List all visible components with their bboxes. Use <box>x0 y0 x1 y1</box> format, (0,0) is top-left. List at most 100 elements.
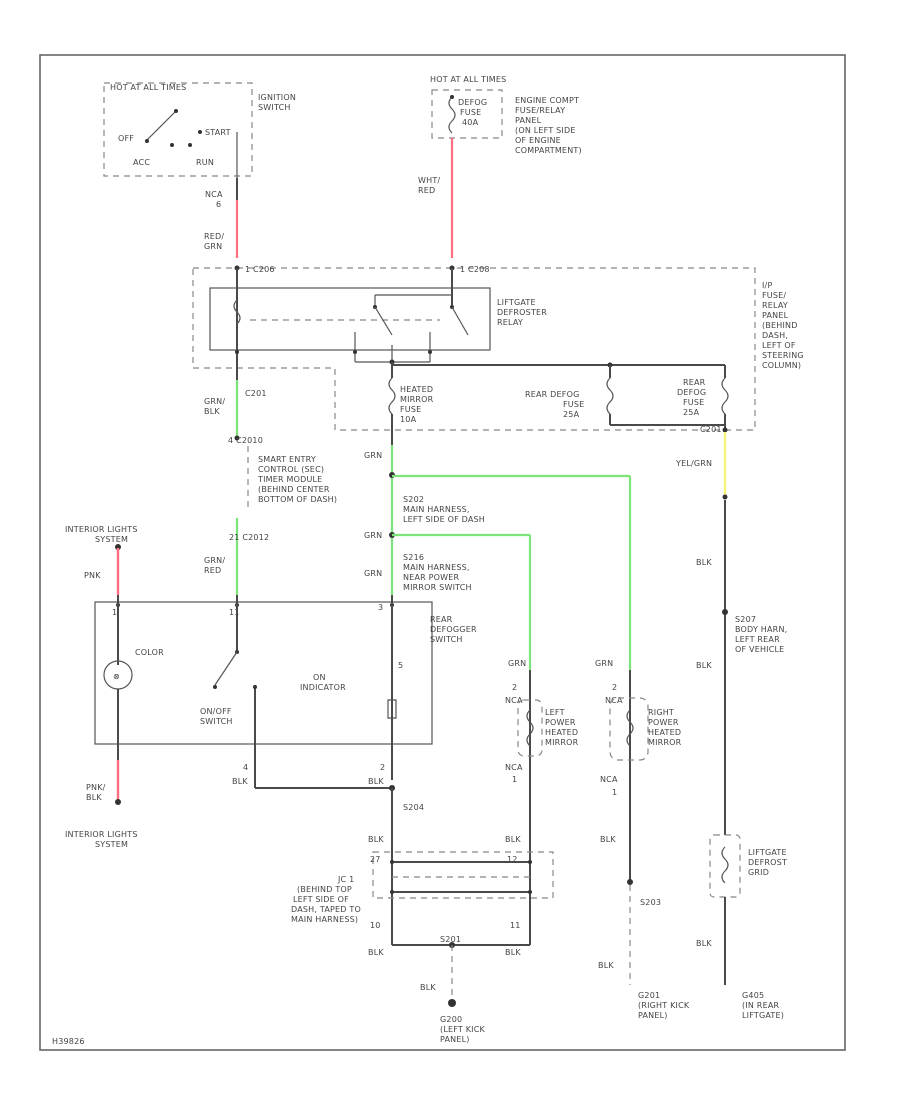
svg-text:4: 4 <box>243 763 248 772</box>
svg-text:SYSTEM: SYSTEM <box>95 535 128 544</box>
svg-text:GRN: GRN <box>364 531 382 540</box>
svg-text:40A: 40A <box>462 118 479 127</box>
svg-text:BLK: BLK <box>696 661 712 670</box>
svg-text:FUSE: FUSE <box>460 108 481 117</box>
svg-text:25A: 25A <box>563 410 580 419</box>
svg-text:COMPARTMENT): COMPARTMENT) <box>515 146 582 155</box>
svg-text:POWER: POWER <box>545 718 576 727</box>
svg-text:ON: ON <box>313 673 326 682</box>
svg-text:(LEFT KICK: (LEFT KICK <box>440 1025 486 1034</box>
svg-text:ENGINE COMPT: ENGINE COMPT <box>515 96 579 105</box>
svg-text:DASH,: DASH, <box>762 331 788 340</box>
svg-text:I/P: I/P <box>762 281 772 290</box>
svg-text:PANEL): PANEL) <box>638 1011 668 1020</box>
ignition-switch: HOT AT ALL TIMES IGNITION SWITCH OFF STA… <box>103 82 296 178</box>
svg-text:21 C2012: 21 C2012 <box>229 533 269 542</box>
svg-text:2: 2 <box>612 683 617 692</box>
svg-text:SWITCH: SWITCH <box>430 635 463 644</box>
svg-text:SWITCH: SWITCH <box>200 717 233 726</box>
svg-text:BLK: BLK <box>368 948 384 957</box>
svg-text:G200: G200 <box>440 1015 462 1024</box>
svg-text:12: 12 <box>507 855 518 864</box>
svg-text:1: 1 <box>512 775 517 784</box>
svg-text:1: 1 <box>112 608 117 617</box>
svg-text:RED: RED <box>418 186 435 195</box>
svg-text:5: 5 <box>398 661 403 670</box>
svg-text:INDICATOR: INDICATOR <box>300 683 346 692</box>
svg-text:REAR DEFOG: REAR DEFOG <box>525 390 580 399</box>
svg-text:S204: S204 <box>403 803 424 812</box>
svg-text:DEFOG: DEFOG <box>458 98 487 107</box>
svg-text:GRN: GRN <box>364 451 382 460</box>
svg-text:BLK: BLK <box>505 835 521 844</box>
svg-text:NCA: NCA <box>505 763 523 772</box>
svg-text:INTERIOR LIGHTS: INTERIOR LIGHTS <box>65 830 138 839</box>
svg-text:11: 11 <box>229 608 240 617</box>
svg-text:GRID: GRID <box>748 868 769 877</box>
svg-text:RELAY: RELAY <box>497 318 523 327</box>
svg-text:PANEL: PANEL <box>515 116 542 125</box>
svg-text:S207: S207 <box>735 615 756 624</box>
svg-text:DEFOGGER: DEFOGGER <box>430 625 477 634</box>
svg-text:BLK: BLK <box>368 777 384 786</box>
svg-text:SWITCH: SWITCH <box>258 103 291 112</box>
svg-text:REAR: REAR <box>683 378 706 387</box>
svg-text:DEFROSTER: DEFROSTER <box>497 308 547 317</box>
svg-text:G405: G405 <box>742 991 764 1000</box>
svg-text:SMART ENTRY: SMART ENTRY <box>258 455 316 464</box>
svg-text:3: 3 <box>378 603 383 612</box>
svg-text:LIFTGATE: LIFTGATE <box>748 848 787 857</box>
svg-text:OF ENGINE: OF ENGINE <box>515 136 561 145</box>
svg-text:PNK/: PNK/ <box>86 783 106 792</box>
svg-text:2: 2 <box>512 683 517 692</box>
svg-text:NCA: NCA <box>505 696 523 705</box>
svg-text:(RIGHT KICK: (RIGHT KICK <box>638 1001 690 1010</box>
svg-text:POWER: POWER <box>648 718 679 727</box>
svg-text:1 C208: 1 C208 <box>460 265 490 274</box>
svg-text:BLK: BLK <box>420 983 436 992</box>
svg-text:27: 27 <box>370 855 381 864</box>
gem-module-label: SMART ENTRY CONTROL (SEC) TIMER MODULE (… <box>247 446 337 508</box>
svg-text:DASH, TAPED TO: DASH, TAPED TO <box>291 905 361 914</box>
svg-text:INTERIOR LIGHTS: INTERIOR LIGHTS <box>65 525 138 534</box>
svg-text:S216: S216 <box>403 553 424 562</box>
jc1-junction: BLK 27 12 10 11 JC 1 (BEHIND TOP LEFT SI… <box>291 835 554 930</box>
svg-text:GRN: GRN <box>508 659 526 668</box>
svg-text:GRN: GRN <box>364 569 382 578</box>
svg-text:RUN: RUN <box>196 158 214 167</box>
svg-text:BLK: BLK <box>204 407 220 416</box>
svg-text:HEATED: HEATED <box>648 728 681 737</box>
liftgate-defrost-grid: LIFTGATE DEFROST GRID <box>709 834 787 898</box>
svg-text:⊗: ⊗ <box>113 672 120 681</box>
svg-text:C201: C201 <box>245 389 267 398</box>
svg-text:LIFTGATE): LIFTGATE) <box>742 1011 784 1020</box>
svg-text:G201: G201 <box>638 991 660 1000</box>
svg-text:4 C2010: 4 C2010 <box>228 436 263 445</box>
svg-text:STEERING: STEERING <box>762 351 804 360</box>
svg-text:ON/OFF: ON/OFF <box>200 707 232 716</box>
rear-defogger-switch: REAR DEFOGGER SWITCH 1 11 3 ⊗ COLOR ON/O… <box>94 595 477 780</box>
svg-text:FUSE/RELAY: FUSE/RELAY <box>515 106 565 115</box>
svg-text:SYSTEM: SYSTEM <box>95 840 128 849</box>
svg-text:START: START <box>205 128 231 137</box>
svg-text:BLK: BLK <box>86 793 102 802</box>
svg-text:NCA: NCA <box>605 696 623 705</box>
svg-text:HEATED: HEATED <box>545 728 578 737</box>
svg-text:10: 10 <box>370 921 381 930</box>
svg-text:PANEL): PANEL) <box>440 1035 470 1044</box>
svg-text:BLK: BLK <box>598 961 614 970</box>
svg-text:1 C206: 1 C206 <box>245 265 275 274</box>
svg-text:YEL/GRN: YEL/GRN <box>675 459 712 468</box>
svg-text:S201: S201 <box>440 935 461 944</box>
svg-text:MIRROR SWITCH: MIRROR SWITCH <box>403 583 472 592</box>
svg-text:TIMER MODULE: TIMER MODULE <box>257 475 322 484</box>
svg-text:BOTTOM OF DASH): BOTTOM OF DASH) <box>258 495 337 504</box>
svg-text:HOT AT ALL TIMES: HOT AT ALL TIMES <box>110 83 186 92</box>
svg-text:RELAY: RELAY <box>762 301 788 310</box>
svg-text:HEATED: HEATED <box>400 385 433 394</box>
svg-text:S202: S202 <box>403 495 424 504</box>
svg-text:BLK: BLK <box>696 939 712 948</box>
svg-text:1: 1 <box>612 788 617 797</box>
svg-text:MAIN HARNESS,: MAIN HARNESS, <box>403 563 470 572</box>
